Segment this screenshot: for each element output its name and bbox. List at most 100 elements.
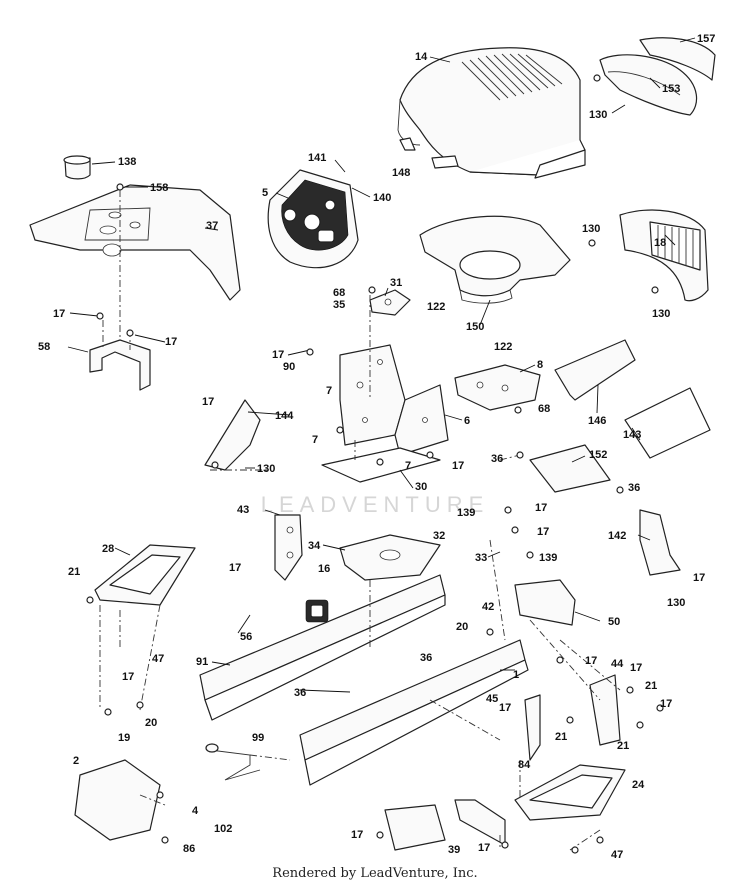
callout-17: 17 bbox=[122, 671, 134, 683]
callout-17: 17 bbox=[535, 502, 547, 514]
callout-43: 43 bbox=[237, 504, 249, 516]
callout-19: 19 bbox=[118, 732, 130, 744]
callout-86: 86 bbox=[183, 843, 195, 855]
callout-21: 21 bbox=[617, 740, 629, 752]
callout-153: 153 bbox=[662, 83, 680, 95]
callout-139: 139 bbox=[457, 507, 475, 519]
callout-17: 17 bbox=[537, 526, 549, 538]
part-frame-rail-91 bbox=[199, 574, 446, 721]
part-part-16 bbox=[305, 599, 329, 623]
part-bracket-84 bbox=[524, 694, 541, 761]
callout-7: 7 bbox=[312, 434, 318, 446]
callout-24: 24 bbox=[632, 779, 645, 791]
callout-17: 17 bbox=[229, 562, 241, 574]
callout-47: 47 bbox=[611, 849, 623, 861]
callout-158: 158 bbox=[150, 182, 168, 194]
callout-122: 122 bbox=[494, 341, 512, 353]
callout-leaders bbox=[67, 37, 696, 693]
callout-6: 6 bbox=[464, 415, 470, 427]
callout-50: 50 bbox=[608, 616, 620, 628]
part-bracket-142 bbox=[639, 509, 681, 576]
callout-36: 36 bbox=[491, 453, 503, 465]
callout-157: 157 bbox=[697, 33, 715, 45]
callout-56: 56 bbox=[240, 631, 252, 643]
callout-17: 17 bbox=[452, 460, 464, 472]
callout-17: 17 bbox=[478, 842, 490, 854]
callout-17: 17 bbox=[585, 655, 597, 667]
footer-credit: Rendered by LeadVenture, Inc. bbox=[272, 866, 478, 881]
callout-91: 91 bbox=[196, 656, 208, 668]
callout-17: 17 bbox=[630, 662, 642, 674]
callout-130: 130 bbox=[257, 463, 275, 475]
part-panel-143 bbox=[624, 387, 711, 459]
callout-32: 32 bbox=[433, 530, 445, 542]
callout-68: 68 bbox=[333, 287, 345, 299]
callout-68: 68 bbox=[538, 403, 550, 415]
callout-36: 36 bbox=[420, 652, 432, 664]
part-bracket-152 bbox=[529, 444, 611, 493]
part-dash-tower bbox=[419, 215, 571, 304]
callout-33: 33 bbox=[475, 552, 487, 564]
callout-36: 36 bbox=[294, 687, 306, 699]
callout-144: 144 bbox=[275, 410, 294, 422]
callout-17: 17 bbox=[202, 396, 214, 408]
callout-labels: 14 157 153 130 138 158 141 5 140 148 37 … bbox=[38, 33, 715, 861]
part-bracket-43 bbox=[274, 514, 303, 581]
callout-58: 58 bbox=[38, 341, 50, 353]
callout-152: 152 bbox=[589, 449, 607, 461]
callout-143: 143 bbox=[623, 429, 641, 441]
callout-99: 99 bbox=[252, 732, 264, 744]
callout-84: 84 bbox=[518, 759, 531, 771]
fasteners bbox=[86, 74, 664, 854]
part-panel-146 bbox=[554, 339, 636, 401]
callout-35: 35 bbox=[333, 299, 345, 311]
callout-14: 14 bbox=[415, 51, 428, 63]
callout-17: 17 bbox=[351, 829, 363, 841]
part-tower-6 bbox=[339, 344, 449, 456]
callout-16: 16 bbox=[318, 563, 330, 575]
part-bracket-50 bbox=[514, 579, 576, 626]
part-frame-rail-1 bbox=[299, 639, 529, 786]
callout-141: 141 bbox=[308, 152, 326, 164]
part-bracket-144 bbox=[204, 399, 261, 471]
callout-21: 21 bbox=[645, 680, 657, 692]
callout-39: 39 bbox=[448, 844, 460, 856]
callout-17: 17 bbox=[272, 349, 284, 361]
callout-2: 2 bbox=[73, 755, 79, 767]
part-grille bbox=[619, 209, 709, 302]
callout-139: 139 bbox=[539, 552, 557, 564]
callout-130: 130 bbox=[667, 597, 685, 609]
callout-37: 37 bbox=[206, 220, 218, 232]
callout-20: 20 bbox=[145, 717, 157, 729]
callout-142: 142 bbox=[608, 530, 626, 542]
callout-21: 21 bbox=[555, 731, 567, 743]
callout-18: 18 bbox=[654, 237, 666, 249]
part-bracket-31 bbox=[369, 289, 411, 316]
callout-47: 47 bbox=[152, 653, 164, 665]
callout-1: 1 bbox=[513, 669, 519, 681]
callout-90: 90 bbox=[283, 361, 295, 373]
callout-45: 45 bbox=[486, 693, 498, 705]
callout-17: 17 bbox=[499, 702, 511, 714]
callout-4: 4 bbox=[192, 805, 199, 817]
callout-20: 20 bbox=[456, 621, 468, 633]
callout-30: 30 bbox=[415, 481, 427, 493]
part-dash-panel bbox=[29, 155, 241, 301]
callout-28: 28 bbox=[102, 543, 114, 555]
callout-130: 130 bbox=[652, 308, 670, 320]
callout-8: 8 bbox=[537, 359, 543, 371]
callout-148: 148 bbox=[392, 167, 410, 179]
callout-150: 150 bbox=[466, 321, 484, 333]
callout-31: 31 bbox=[390, 277, 402, 289]
callout-122: 122 bbox=[427, 301, 445, 313]
part-plate-34 bbox=[339, 534, 441, 581]
assembly-lines bbox=[99, 190, 621, 851]
part-footrest-28 bbox=[94, 544, 196, 606]
part-bracket-near-39 bbox=[454, 799, 506, 846]
callout-102: 102 bbox=[214, 823, 232, 835]
callout-7: 7 bbox=[326, 385, 332, 397]
part-bracket-2 bbox=[74, 759, 161, 841]
callout-17: 17 bbox=[693, 572, 705, 584]
part-bracket-58 bbox=[89, 339, 151, 391]
callout-130: 130 bbox=[589, 109, 607, 121]
